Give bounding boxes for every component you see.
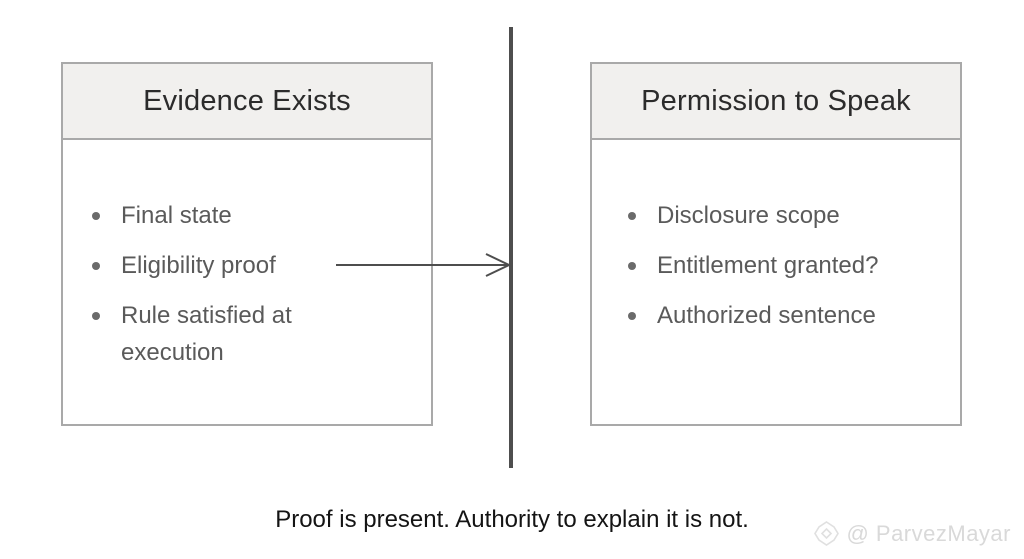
- caption: Proof is present. Authority to explain i…: [275, 506, 749, 533]
- watermark: @ ParvezMayar: [813, 520, 1011, 547]
- evidence-exists-header: Evidence Exists: [63, 64, 431, 140]
- permission-to-speak-box: Permission to Speak Disclosure scope Ent…: [590, 62, 962, 426]
- item-label: Disclosure scope: [657, 202, 840, 229]
- permission-to-speak-header: Permission to Speak: [592, 64, 960, 140]
- item-label: Entitlement granted?: [657, 252, 879, 279]
- divider-line: [509, 27, 513, 468]
- item-label: Authorized sentence: [657, 302, 876, 329]
- list-item: Final state: [92, 197, 431, 234]
- permission-to-speak-title: Permission to Speak: [641, 84, 911, 117]
- bullet-dot-icon: [628, 212, 636, 220]
- watermark-text: @ ParvezMayar: [846, 520, 1011, 546]
- list-item: Disclosure scope: [628, 197, 960, 234]
- list-item: Authorized sentence: [628, 297, 960, 334]
- bullet-dot-icon: [628, 262, 636, 270]
- bullet-dot-icon: [92, 312, 100, 320]
- list-item: Rule satisfied at execution: [92, 297, 431, 371]
- evidence-exists-title: Evidence Exists: [143, 84, 351, 117]
- bullet-dot-icon: [92, 212, 100, 220]
- evidence-exists-list: Final state Eligibility proof Rule satis…: [63, 197, 431, 371]
- permission-to-speak-list: Disclosure scope Entitlement granted? Au…: [592, 197, 960, 334]
- item-label: Rule satisfied at execution: [121, 302, 292, 366]
- list-item: Eligibility proof: [92, 247, 431, 284]
- item-label: Final state: [121, 202, 232, 229]
- gem-logo-icon: [814, 521, 840, 546]
- arrow-right-icon: [336, 253, 512, 277]
- list-item: Entitlement granted?: [628, 247, 960, 284]
- item-label: Eligibility proof: [121, 252, 276, 279]
- bullet-dot-icon: [628, 312, 636, 320]
- bullet-dot-icon: [92, 262, 100, 270]
- evidence-exists-box: Evidence Exists Final state Eligibility …: [61, 62, 433, 426]
